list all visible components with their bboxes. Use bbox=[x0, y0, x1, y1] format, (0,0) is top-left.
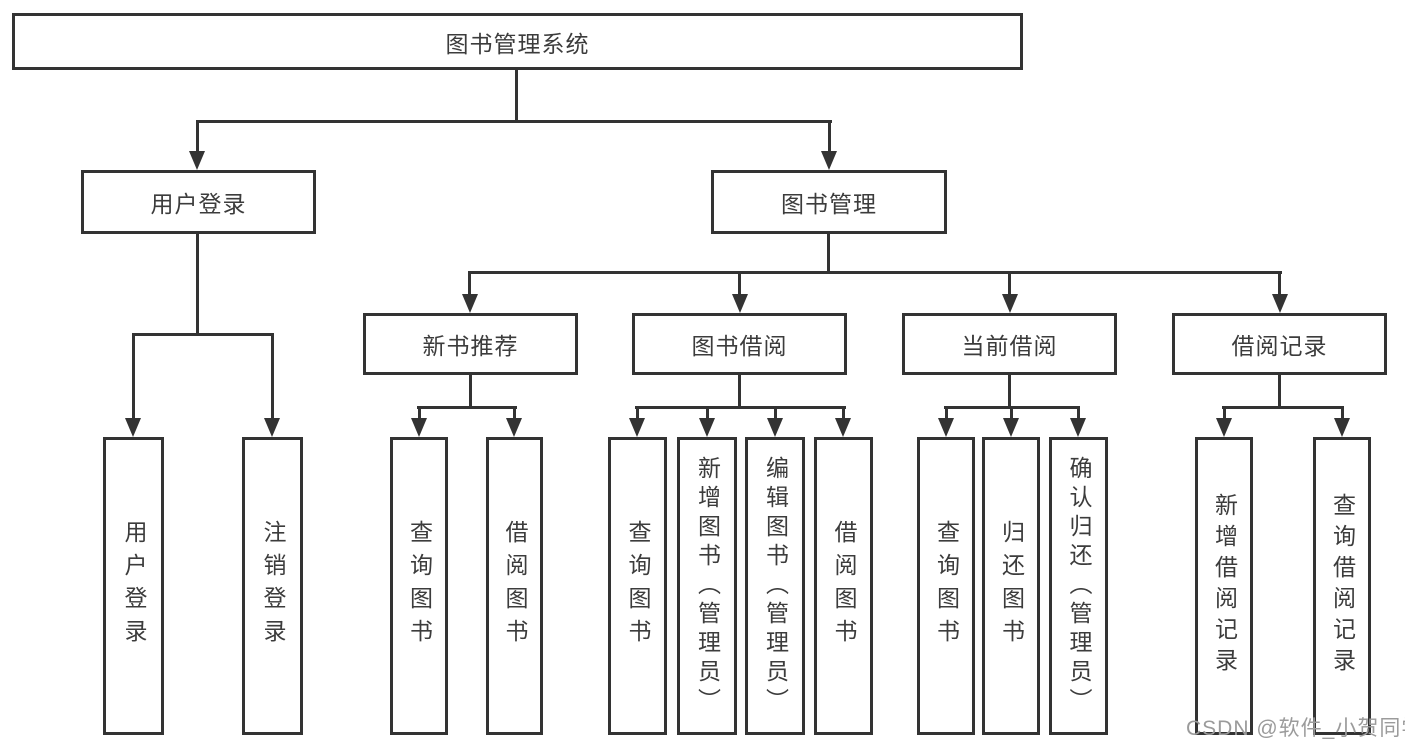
arrowhead-g2-leaf-4 bbox=[835, 418, 851, 437]
arrowhead-to-logout-leaf bbox=[264, 418, 280, 437]
connector-g2-drop-1 bbox=[636, 406, 639, 420]
connector-drop-logout-leaf bbox=[271, 333, 274, 419]
connector-g2-bar bbox=[635, 406, 846, 409]
arrowhead-to-book-borrow bbox=[732, 294, 748, 313]
node-book-management: 图书管理 bbox=[711, 170, 947, 234]
arrowhead-g2-leaf-3 bbox=[767, 418, 783, 437]
node-book-borrow: 图书借阅 bbox=[632, 313, 847, 375]
arrowhead-to-login-leaf bbox=[125, 418, 141, 437]
connector-root-bar bbox=[196, 120, 832, 123]
node-user-login: 用户登录 bbox=[81, 170, 316, 234]
node-borrow-records: 借阅记录 bbox=[1172, 313, 1387, 375]
leaf-g3-confirm-return-admin: 确认归还（管理员） bbox=[1049, 437, 1108, 735]
leaf-g3-return-books: 归还图书 bbox=[982, 437, 1040, 735]
leaf-user-login: 用户登录 bbox=[103, 437, 164, 735]
connector-g4-stem bbox=[1278, 375, 1281, 408]
connector-drop-book-borrow bbox=[738, 271, 741, 297]
connector-g3-drop-3 bbox=[1077, 406, 1080, 420]
connector-root-drop-left bbox=[196, 120, 199, 154]
arrowhead-g1-leaf-1 bbox=[411, 418, 427, 437]
arrowhead-to-new-book bbox=[462, 294, 478, 313]
connector-drop-new-book bbox=[468, 271, 471, 297]
arrowhead-g3-leaf-1 bbox=[938, 418, 954, 437]
connector-user-login-stem bbox=[196, 233, 199, 336]
arrowhead-to-current-borrow bbox=[1002, 294, 1018, 313]
connector-g1-drop-1 bbox=[418, 406, 421, 420]
connector-g4-drop-1 bbox=[1223, 406, 1226, 420]
connector-g2-stem bbox=[738, 375, 741, 408]
connector-g2-drop-2 bbox=[706, 406, 709, 420]
arrowhead-g2-leaf-2 bbox=[699, 418, 715, 437]
connector-book-mgmt-stem bbox=[827, 233, 830, 274]
arrowhead-to-user-login bbox=[189, 151, 205, 170]
connector-root-stem bbox=[515, 68, 518, 122]
connector-g4-bar bbox=[1222, 406, 1344, 409]
connector-g1-stem bbox=[469, 375, 472, 408]
leaf-g4-query-borrow-record: 查询借阅记录 bbox=[1313, 437, 1371, 735]
connector-g2-drop-3 bbox=[774, 406, 777, 420]
node-current-borrow: 当前借阅 bbox=[902, 313, 1117, 375]
connector-g4-drop-2 bbox=[1341, 406, 1344, 420]
leaf-logout: 注销登录 bbox=[242, 437, 303, 735]
connector-root-drop-right bbox=[828, 120, 831, 154]
connector-user-login-bar bbox=[132, 333, 274, 336]
leaf-g2-add-books-admin: 新增图书（管理员） bbox=[677, 437, 737, 735]
leaf-g2-borrow-books: 借阅图书 bbox=[814, 437, 873, 735]
arrowhead-g4-leaf-2 bbox=[1334, 418, 1350, 437]
connector-g3-drop-2 bbox=[1010, 406, 1013, 420]
connector-g3-stem bbox=[1008, 375, 1011, 408]
leaf-g3-query-books: 查询图书 bbox=[917, 437, 975, 735]
connector-drop-current-borrow bbox=[1008, 271, 1011, 297]
leaf-g1-query-books: 查询图书 bbox=[390, 437, 448, 735]
connector-g1-bar bbox=[417, 406, 517, 409]
csdn-watermark: CSDN @软件_小贺同学 bbox=[1186, 717, 1405, 740]
connector-book-mgmt-bar bbox=[469, 271, 1282, 274]
arrowhead-to-borrow-records bbox=[1272, 294, 1288, 313]
arrowhead-g4-leaf-1 bbox=[1216, 418, 1232, 437]
arrowhead-g3-leaf-2 bbox=[1003, 418, 1019, 437]
arrowhead-g1-leaf-2 bbox=[506, 418, 522, 437]
connector-g3-drop-1 bbox=[945, 406, 948, 420]
leaf-g1-borrow-books: 借阅图书 bbox=[486, 437, 543, 735]
node-root: 图书管理系统 bbox=[12, 13, 1023, 70]
arrowhead-g3-leaf-3 bbox=[1070, 418, 1086, 437]
leaf-g2-edit-books-admin: 编辑图书（管理员） bbox=[745, 437, 805, 735]
node-new-book-recommend: 新书推荐 bbox=[363, 313, 578, 375]
connector-g1-drop-2 bbox=[513, 406, 516, 420]
leaf-g4-add-borrow-record: 新增借阅记录 bbox=[1195, 437, 1253, 735]
connector-g2-drop-4 bbox=[842, 406, 845, 420]
leaf-g2-query-books: 查询图书 bbox=[608, 437, 667, 735]
arrowhead-to-book-management bbox=[821, 151, 837, 170]
arrowhead-g2-leaf-1 bbox=[629, 418, 645, 437]
connector-drop-login-leaf bbox=[132, 333, 135, 419]
connector-drop-borrow-records bbox=[1278, 271, 1281, 297]
